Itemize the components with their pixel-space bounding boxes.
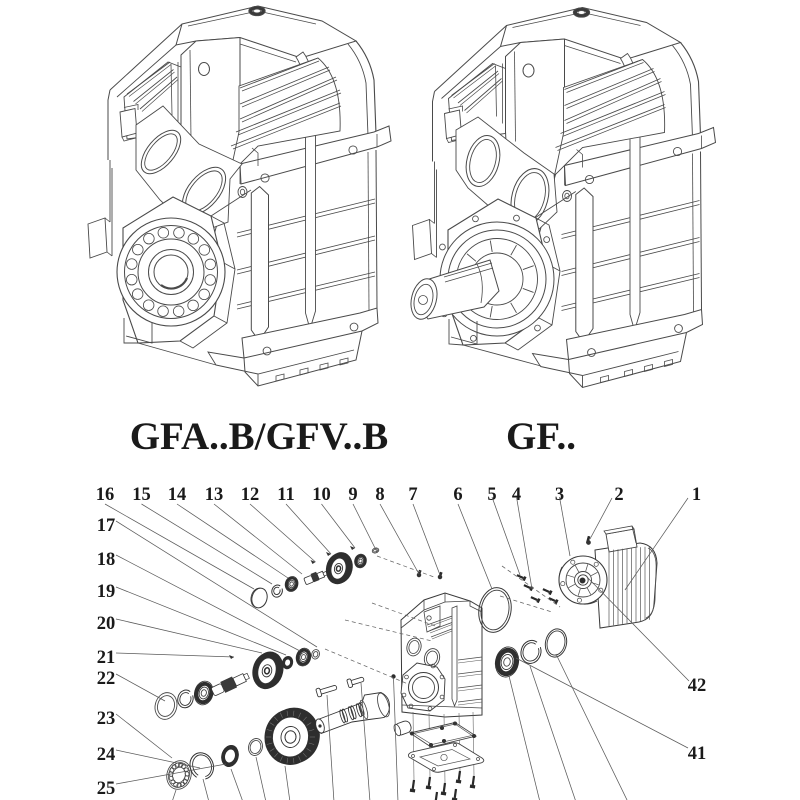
svg-text:19: 19	[97, 582, 116, 602]
svg-text:1: 1	[692, 485, 701, 505]
svg-text:16: 16	[96, 485, 115, 505]
svg-text:5: 5	[487, 485, 496, 505]
svg-text:8: 8	[375, 485, 384, 505]
svg-text:7: 7	[408, 485, 417, 505]
svg-text:GF..: GF..	[506, 415, 576, 458]
svg-text:11: 11	[277, 485, 294, 505]
svg-text:3: 3	[555, 485, 564, 505]
svg-text:9: 9	[348, 485, 357, 505]
svg-text:13: 13	[205, 485, 224, 505]
svg-text:18: 18	[97, 550, 116, 570]
svg-text:25: 25	[97, 779, 116, 799]
svg-text:4: 4	[512, 485, 521, 505]
svg-text:20: 20	[97, 614, 116, 634]
svg-text:21: 21	[97, 648, 116, 668]
svg-text:15: 15	[132, 485, 151, 505]
svg-text:2: 2	[614, 485, 623, 505]
svg-text:23: 23	[97, 709, 116, 729]
svg-text:41: 41	[688, 744, 707, 764]
svg-text:17: 17	[97, 516, 116, 536]
svg-text:22: 22	[97, 669, 116, 689]
svg-text:GFA..B/GFV..B: GFA..B/GFV..B	[130, 415, 389, 458]
svg-text:12: 12	[241, 485, 260, 505]
svg-text:24: 24	[97, 745, 116, 765]
svg-text:42: 42	[688, 676, 707, 696]
svg-text:6: 6	[453, 485, 462, 505]
svg-text:10: 10	[312, 485, 331, 505]
svg-text:14: 14	[168, 485, 187, 505]
